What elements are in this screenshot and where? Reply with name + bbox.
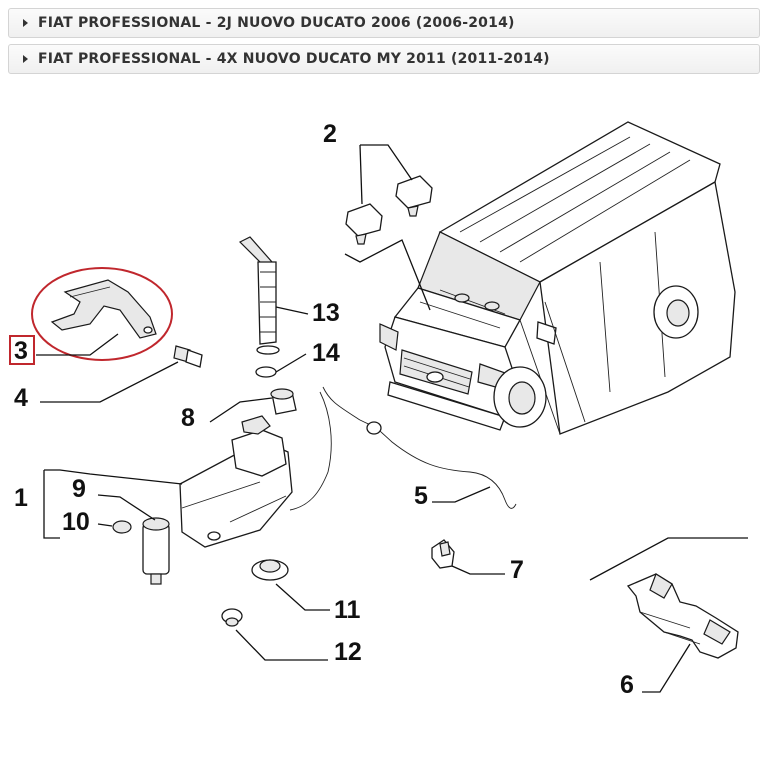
accordion-2j-nuovo-ducato[interactable]: FIAT PROFESSIONAL - 2J NUOVO DUCATO 2006… [8, 8, 760, 38]
callout-9[interactable]: 9 [72, 475, 86, 503]
level-sensor-part [270, 388, 297, 415]
accordion-label: FIAT PROFESSIONAL - 4X NUOVO DUCATO MY 2… [38, 51, 550, 67]
callout-14[interactable]: 14 [312, 339, 340, 367]
callout-2[interactable]: 2 [323, 120, 337, 148]
washer-reservoir-part [179, 415, 293, 548]
callout-13[interactable]: 13 [312, 299, 340, 327]
filler-neck-part [238, 236, 280, 355]
pump-part [142, 517, 170, 585]
callout-5[interactable]: 5 [414, 482, 428, 510]
clip-detail-part [626, 573, 739, 659]
callout-10[interactable]: 10 [62, 508, 90, 536]
bracket-part [50, 279, 157, 339]
grommet-part [112, 520, 132, 534]
van-illustration [379, 121, 736, 435]
accordion-label: FIAT PROFESSIONAL - 2J NUOVO DUCATO 2006… [38, 15, 515, 31]
bolt-part [173, 345, 203, 368]
highlight-circle [31, 267, 173, 361]
callout-1[interactable]: 1 [14, 484, 28, 512]
callout-11[interactable]: 11 [334, 596, 361, 624]
callout-6[interactable]: 6 [620, 671, 634, 699]
o-ring-part [255, 366, 277, 378]
callout-12[interactable]: 12 [334, 638, 362, 666]
parts-diagram: 2 3 4 13 14 8 1 9 10 5 7 11 12 6 [9, 120, 748, 699]
caret-right-icon [23, 55, 28, 63]
callout-4[interactable]: 4 [14, 384, 28, 412]
accordion-4x-nuovo-ducato-my2011[interactable]: FIAT PROFESSIONAL - 4X NUOVO DUCATO MY 2… [8, 44, 760, 74]
callout-3[interactable]: 3 [14, 337, 28, 365]
clip-part [431, 539, 455, 569]
callout-8[interactable]: 8 [181, 404, 195, 432]
caret-right-icon [23, 19, 28, 27]
callout-3-box [9, 335, 35, 365]
callout-labels: 2 3 4 13 14 8 1 9 10 5 7 11 12 6 [14, 120, 634, 699]
nozzle-parts [345, 175, 433, 245]
filler-cap-part [251, 559, 289, 581]
grommet-small-part [221, 608, 243, 627]
callout-7[interactable]: 7 [510, 556, 524, 584]
